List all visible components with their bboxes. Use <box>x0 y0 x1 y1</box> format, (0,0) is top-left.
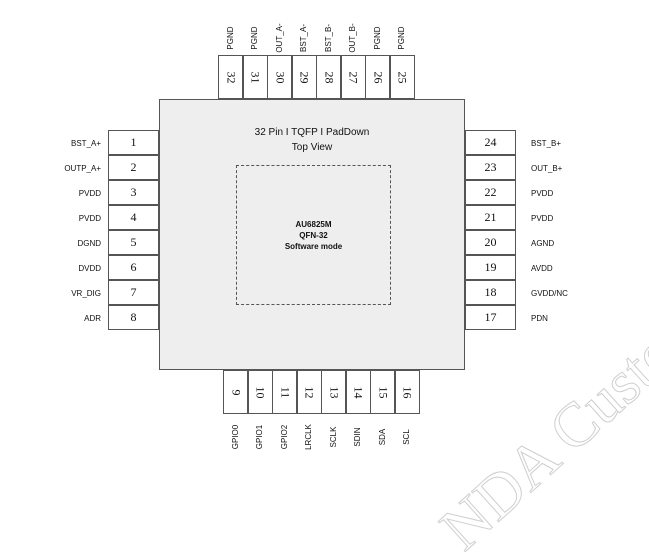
pin-box-14: 14 <box>345 370 371 414</box>
pin-box-15: 15 <box>370 370 395 414</box>
pin-number-31: 31 <box>248 71 263 83</box>
pin-label-25: PGND <box>397 26 406 50</box>
pin-label-15: SDA <box>377 428 387 446</box>
pin-box-31: 31 <box>242 55 268 99</box>
pin-label-18: GVDD/NC <box>531 289 568 298</box>
pin-number-10: 10 <box>253 386 268 398</box>
pin-label-22: PVDD <box>531 189 554 198</box>
pin-number-14: 14 <box>351 386 366 398</box>
pin-number-25: 25 <box>395 71 410 83</box>
pin-number-30: 30 <box>273 71 287 83</box>
pin-label-4: PVDD <box>78 214 101 223</box>
pin-number-16: 16 <box>400 386 415 398</box>
pin-box-27: 27 <box>340 55 366 99</box>
pin-box-18: 18 <box>465 280 516 305</box>
pin-label-21: PVDD <box>531 214 554 223</box>
pin-number-13: 13 <box>327 386 341 398</box>
package-subtitle: Top View <box>291 142 333 153</box>
pin-label-16: SCL <box>402 429 411 445</box>
pin-label-3: PVDD <box>78 189 101 198</box>
pin-box-19: 19 <box>465 255 516 280</box>
pin-box-8: 8 <box>108 305 159 330</box>
pin-label-30: OUT_A- <box>274 23 284 53</box>
pin-number-11: 11 <box>278 386 292 398</box>
pin-label-2: OUTP_A+ <box>64 164 101 173</box>
pin-number-15: 15 <box>376 386 390 398</box>
pin-box-6: 6 <box>108 255 159 280</box>
pin-box-3: 3 <box>108 180 159 205</box>
package-title: 32 Pin I TQFP I PadDown <box>254 127 370 138</box>
pin-box-17: 17 <box>465 305 516 330</box>
pin-box-25: 25 <box>389 55 415 99</box>
pin-label-8: ADR <box>84 314 101 323</box>
pin-label-27: OUT_B- <box>348 23 357 53</box>
pin-label-12: LRCLK <box>304 424 313 450</box>
package-type: QFN-32 <box>299 231 328 240</box>
pin-box-20: 20 <box>465 230 516 255</box>
pin-box-23: 23 <box>465 155 516 180</box>
pin-label-28: BST_B- <box>323 24 333 53</box>
exposed-pad <box>236 165 391 305</box>
chip-body <box>159 99 465 370</box>
pin-label-9: GPIO0 <box>230 424 240 450</box>
pin-label-14: SDIN <box>353 427 362 447</box>
mode-label: Software mode <box>284 242 343 251</box>
pin-label-31: PGND <box>250 26 259 50</box>
pin-box-7: 7 <box>108 280 159 305</box>
pin-label-29: BST_A- <box>299 24 308 53</box>
pin-box-1: 1 <box>108 130 159 155</box>
pin-number-32: 32 <box>224 71 238 83</box>
pin-label-5: DGND <box>77 239 101 248</box>
pin-box-4: 4 <box>108 205 159 230</box>
pin-label-10: GPIO1 <box>255 424 264 450</box>
pin-box-16: 16 <box>394 370 420 414</box>
pin-label-20: AGND <box>531 239 555 248</box>
pin-box-2: 2 <box>108 155 159 180</box>
pin-label-6: DVDD <box>78 264 101 273</box>
pin-label-7: VR_DIG <box>71 289 101 298</box>
pin-label-13: SCLK <box>328 426 338 448</box>
pinout-diagram: NDA Custom 32 Pin I TQFP I PadDown Top V… <box>64 23 649 560</box>
pin-box-30: 30 <box>267 55 292 99</box>
pin-box-13: 13 <box>321 370 346 414</box>
pin-label-32: PGND <box>225 26 235 50</box>
pin-label-23: OUT_B+ <box>531 164 563 173</box>
pin-number-28: 28 <box>322 71 336 83</box>
pin-number-29: 29 <box>297 71 312 83</box>
pin-label-26: PGND <box>372 26 382 50</box>
pin-label-19: AVDD <box>531 264 553 273</box>
pin-box-24: 24 <box>465 130 516 155</box>
pin-number-26: 26 <box>371 71 385 83</box>
pin-label-1: BST_A+ <box>70 139 101 148</box>
pin-box-22: 22 <box>465 180 516 205</box>
part-number: AU6825M <box>295 220 332 229</box>
pin-label-17: PDN <box>531 314 548 323</box>
pin-number-12: 12 <box>302 386 317 398</box>
pin-box-21: 21 <box>465 205 516 230</box>
pin-number-27: 27 <box>346 71 361 83</box>
pin-number-9: 9 <box>229 389 243 395</box>
pin-label-24: BST_B+ <box>531 139 562 148</box>
pin-box-5: 5 <box>108 230 159 255</box>
pin-label-11: GPIO2 <box>279 424 289 450</box>
pin-box-26: 26 <box>365 55 390 99</box>
